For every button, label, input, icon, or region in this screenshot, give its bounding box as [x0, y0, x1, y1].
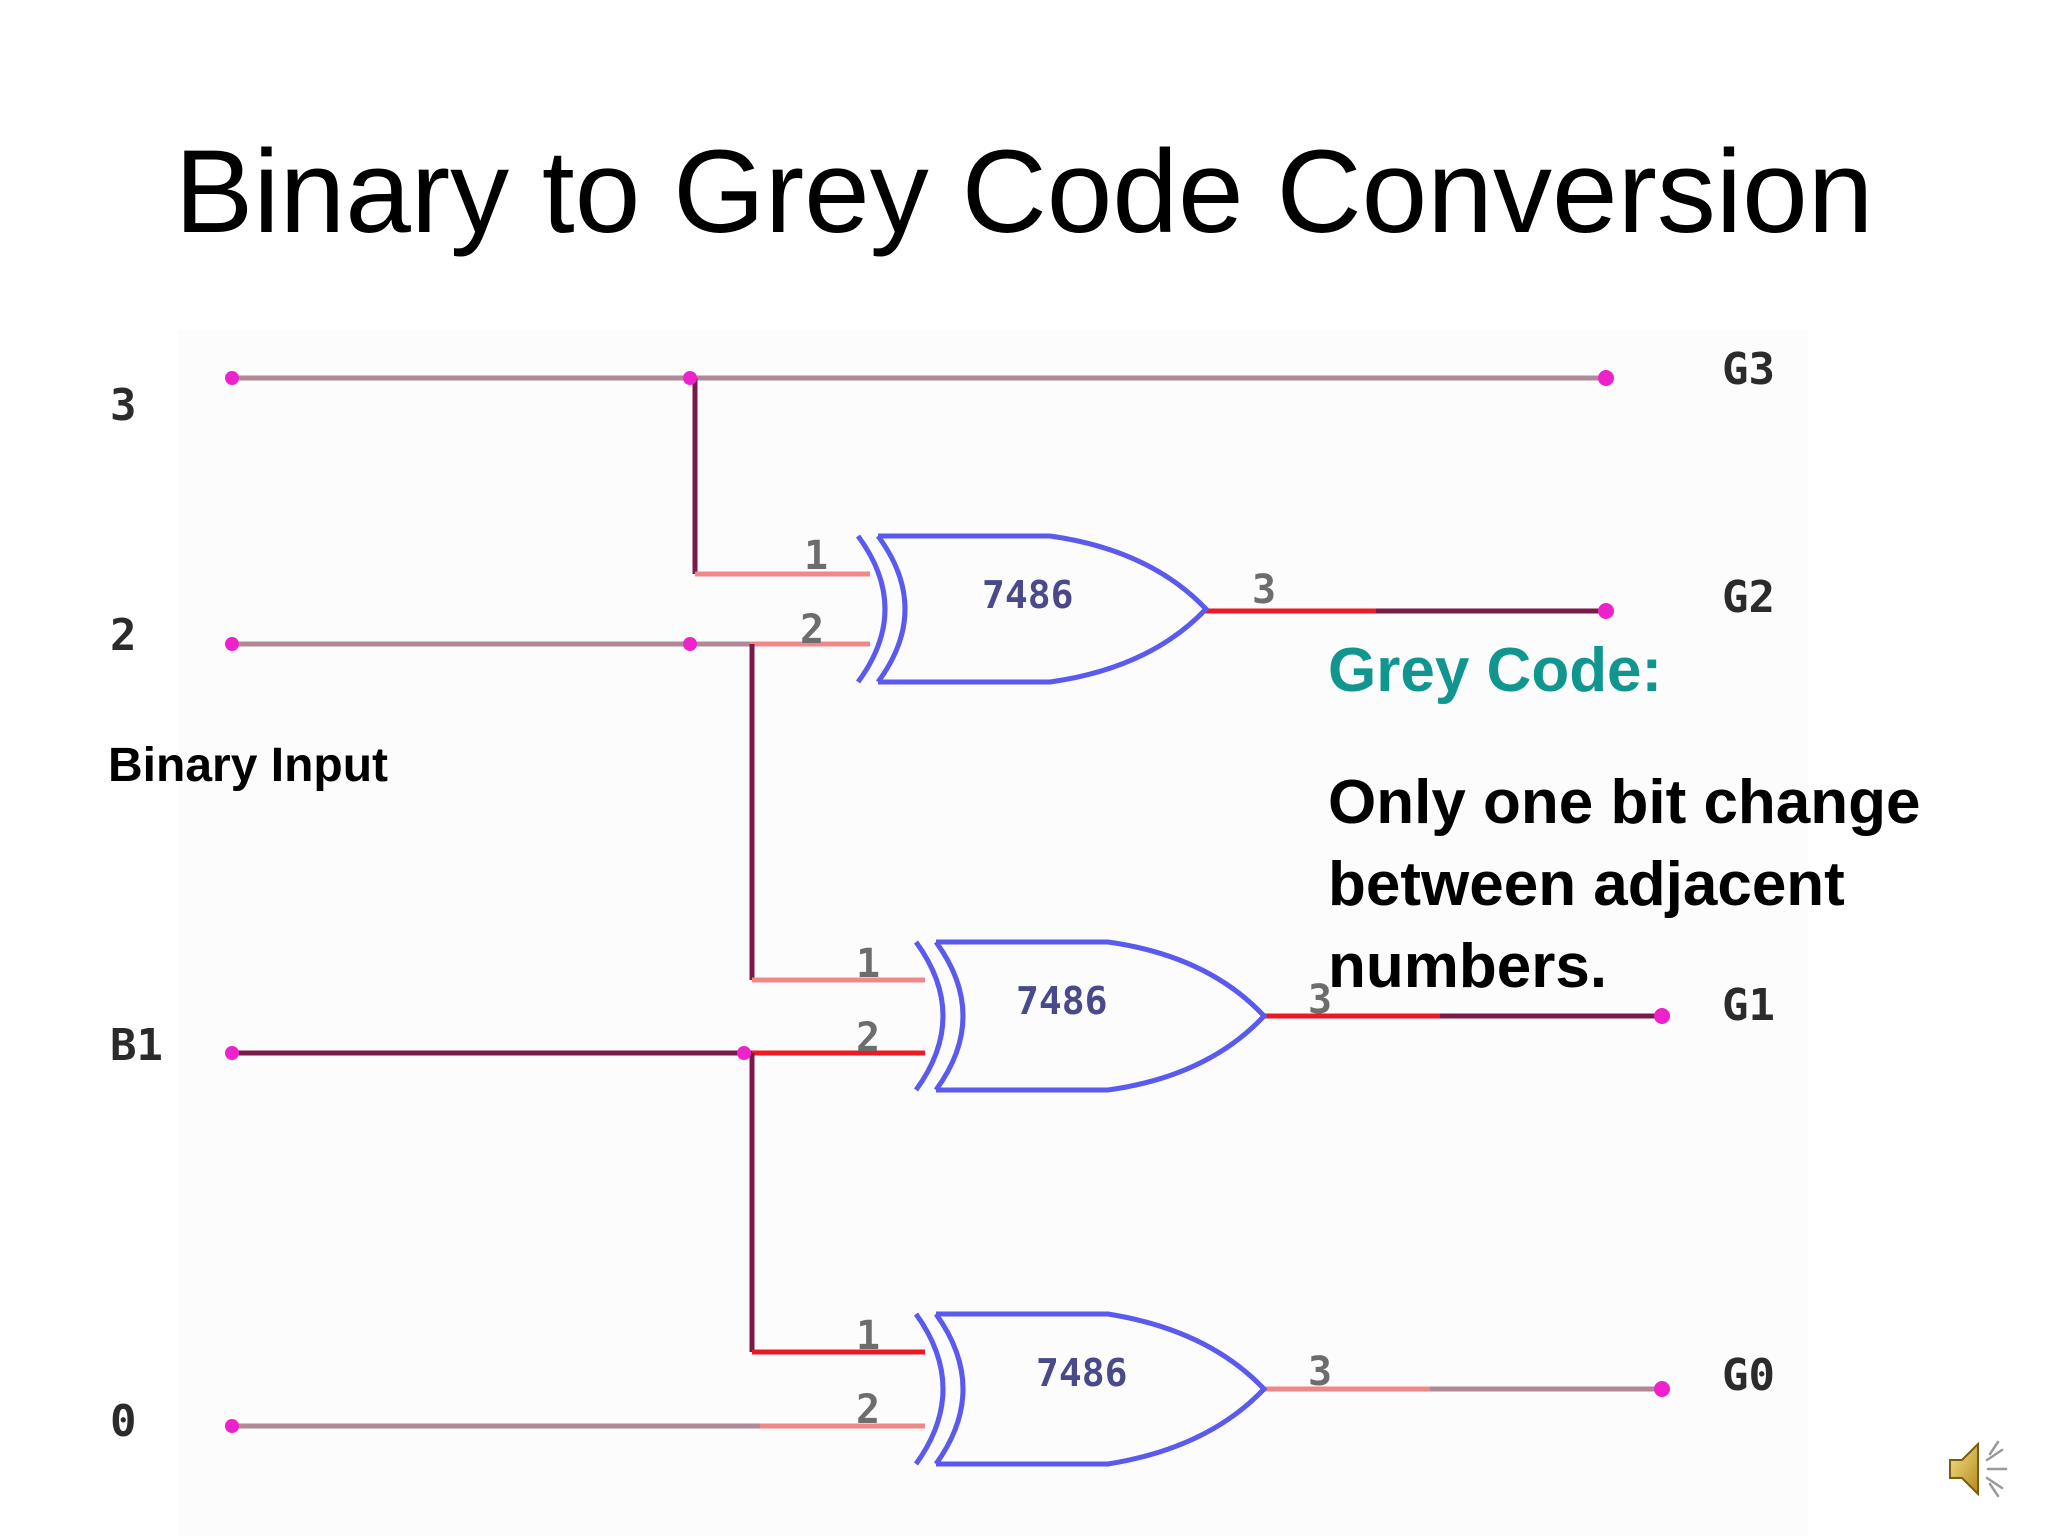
grey-code-heading: Grey Code:	[1328, 636, 1663, 705]
schematic-background	[178, 330, 1808, 1536]
gate-c-pin3: 3	[1308, 1349, 1333, 1395]
gate-b-pin3: 3	[1308, 977, 1333, 1023]
input-label-b0: 0	[110, 1396, 137, 1447]
node-g1	[1654, 1008, 1670, 1024]
gate-a-pin3: 3	[1252, 567, 1277, 613]
node-b0-start	[225, 1419, 239, 1433]
input-label-b2: 2	[110, 610, 137, 661]
binary-input-caption: Binary Input	[108, 739, 389, 792]
grey-code-description: Only one bit change between adjacent num…	[1328, 768, 1921, 1001]
node-b1-start	[225, 1046, 239, 1060]
node-b3-tap	[683, 371, 697, 385]
output-label-g2: G2	[1722, 572, 1775, 623]
output-label-g0: G0	[1722, 1350, 1775, 1401]
node-b2-start	[225, 637, 239, 651]
gate-b-pin1: 1	[856, 941, 881, 987]
gate-b-part-label: 7486	[1016, 979, 1108, 1023]
output-label-g3: G3	[1722, 344, 1775, 395]
gate-a-part-label: 7486	[982, 573, 1074, 617]
node-g2	[1598, 603, 1614, 619]
xor-gate-c	[913, 1311, 1268, 1467]
input-label-b1: B1	[110, 1020, 163, 1071]
input-label-b3: 3	[110, 380, 137, 431]
xor-gate-a	[855, 533, 1210, 685]
slide-title: Binary to Grey Code Conversion	[174, 126, 1874, 258]
node-g0	[1654, 1381, 1670, 1397]
gate-c-pin1: 1	[856, 1313, 881, 1359]
gate-a-pin1: 1	[804, 533, 829, 579]
node-b3-start	[225, 371, 239, 385]
junction-nodes	[225, 370, 1670, 1433]
gate-a-pin2: 2	[800, 607, 825, 653]
gate-b-pin2: 2	[856, 1015, 881, 1061]
gate-c-pin2: 2	[856, 1387, 881, 1433]
xor-gate-b	[913, 939, 1268, 1093]
gate-c-part-label: 7486	[1036, 1351, 1128, 1395]
output-label-g1: G1	[1722, 980, 1775, 1031]
node-b1-tap	[737, 1046, 751, 1060]
node-g3	[1598, 370, 1614, 386]
node-b2-tap	[683, 637, 697, 651]
speaker-icon[interactable]	[1944, 1436, 2014, 1502]
